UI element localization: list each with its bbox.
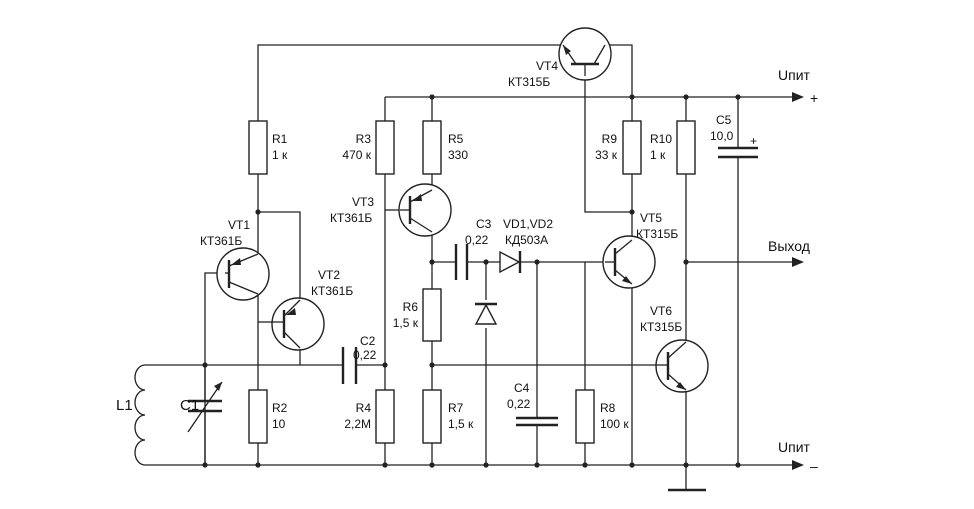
vt2-part: КТ361Б xyxy=(311,284,353,298)
r10-ref: R10 xyxy=(650,132,672,146)
resistor-r1: R1 1 к xyxy=(248,120,288,175)
vt2-ref: VT2 xyxy=(318,268,340,282)
output-terminal: Выход xyxy=(768,238,810,267)
vt3-ref: VT3 xyxy=(352,195,374,209)
l1-ref: L1 xyxy=(116,397,133,414)
c5-ref: C5 xyxy=(716,113,732,127)
transistor-vt3: VT3 КТ361Б xyxy=(330,183,452,237)
vt1-ref: VT1 xyxy=(228,218,250,232)
resistor-r9: R9 33 к xyxy=(595,120,642,175)
diode-vd2 xyxy=(474,302,498,325)
supply-negative-sign: – xyxy=(810,458,818,474)
transistor-vt2: VT2 КТ361Б xyxy=(271,268,353,351)
capacitor-c5: C5 10,0 + xyxy=(710,113,758,159)
r2-value: 10 xyxy=(272,417,286,431)
vt6-ref: VT6 xyxy=(650,304,672,318)
c3-value: 0,22 xyxy=(465,233,489,247)
vd-part: КД503А xyxy=(505,233,548,247)
vt6-part: КТ315Б xyxy=(640,320,682,334)
r6-ref: R6 xyxy=(403,300,419,314)
vt3-part: КТ361Б xyxy=(330,211,372,225)
r7-ref: R7 xyxy=(448,401,464,415)
supply-positive-sign: + xyxy=(810,90,818,106)
r8-value: 100 к xyxy=(600,417,629,431)
inductor-l1: L1 xyxy=(116,364,146,466)
transistor-vt5: VT5 КТ315Б xyxy=(602,211,678,289)
c4-ref: C4 xyxy=(514,381,530,395)
r3-value: 470 к xyxy=(342,148,371,162)
resistor-r5: R5 330 xyxy=(422,120,468,175)
r8-ref: R8 xyxy=(600,401,616,415)
r6-value: 1,5 к xyxy=(393,316,419,330)
c5-polarity: + xyxy=(750,134,757,148)
resistor-r8: R8 100 к xyxy=(575,389,629,444)
supply-negative-terminal: Uпит – xyxy=(778,439,818,474)
transistor-vt4: VT4 КТ315Б xyxy=(508,27,612,89)
resistor-r6: R6 1,5 к xyxy=(393,288,442,342)
c2-value: 0,22 xyxy=(353,348,377,362)
junctions xyxy=(202,94,741,468)
r4-ref: R4 xyxy=(356,401,372,415)
c5-value: 10,0 xyxy=(710,129,734,143)
capacitor-c3: C3 0,22 xyxy=(454,217,492,280)
supply-negative-label: Uпит xyxy=(778,439,811,455)
vd-ref: VD1,VD2 xyxy=(503,217,553,231)
r7-value: 1,5 к xyxy=(448,417,474,431)
c3-ref: C3 xyxy=(476,217,492,231)
resistor-r7: R7 1,5 к xyxy=(422,389,474,444)
c4-value: 0,22 xyxy=(507,397,531,411)
vt5-ref: VT5 xyxy=(640,211,662,225)
r3-ref: R3 xyxy=(356,132,372,146)
transistor-vt1: VT1 КТ361Б xyxy=(200,218,270,301)
capacitor-c4: C4 0,22 xyxy=(507,381,558,427)
resistor-r2: R2 10 xyxy=(248,389,288,444)
r10-value: 1 к xyxy=(650,148,666,162)
capacitor-c2: C2 0,22 xyxy=(341,334,377,384)
vt4-ref: VT4 xyxy=(536,59,558,73)
r5-value: 330 xyxy=(448,148,468,162)
supply-positive-label: Uпит xyxy=(778,67,811,83)
r9-ref: R9 xyxy=(602,132,618,146)
vt5-part: КТ315Б xyxy=(636,227,678,241)
transistor-vt6: VT6 КТ315Б xyxy=(640,304,709,393)
r2-ref: R2 xyxy=(272,401,288,415)
r1-ref: R1 xyxy=(272,132,288,146)
resistor-r10: R10 1 к xyxy=(650,120,696,175)
r1-value: 1 к xyxy=(272,148,288,162)
r4-value: 2,2М xyxy=(344,417,371,431)
r9-value: 33 к xyxy=(595,148,618,162)
resistor-r4: R4 2,2М xyxy=(344,389,395,444)
c1-ref: C1 xyxy=(180,397,199,414)
c2-ref: C2 xyxy=(360,334,376,348)
r5-ref: R5 xyxy=(448,132,464,146)
supply-positive-terminal: Uпит + xyxy=(778,67,818,106)
output-label: Выход xyxy=(768,238,810,254)
diode-vd1 xyxy=(499,250,522,274)
resistor-r3: R3 470 к xyxy=(342,120,395,175)
variable-capacitor-c1: C1 xyxy=(180,381,223,433)
vt4-part: КТ315Б xyxy=(508,75,550,89)
vt1-part: КТ361Б xyxy=(200,234,242,248)
wires xyxy=(145,44,792,492)
